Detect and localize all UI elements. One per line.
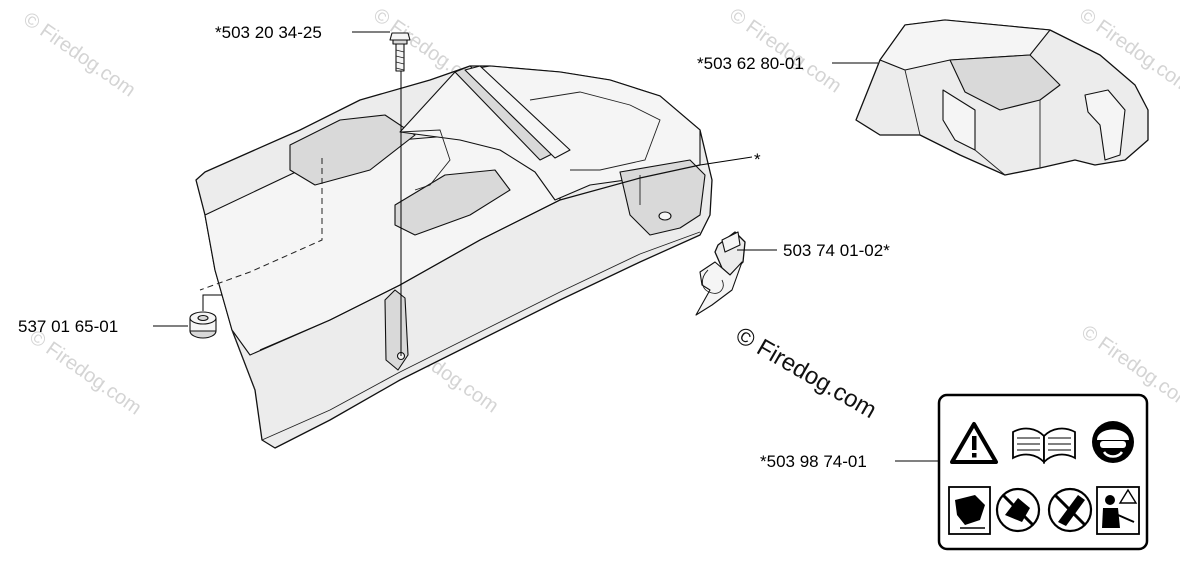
- grommet-leader-vert: [202, 294, 222, 311]
- top-cover-part: [855, 19, 1149, 176]
- watermark-text: © Firedog.com: [19, 8, 139, 101]
- hand-injury-icon: [948, 486, 991, 535]
- part-labels: *503 20 34-25 *503 62 80-01 * 503 74 01-…: [18, 23, 890, 471]
- screw-part-number: *503 20 34-25: [215, 23, 322, 42]
- decal-part: [937, 393, 1149, 551]
- center-watermark: © Firedog.com: [731, 322, 881, 424]
- main-cover-part-number: *: [754, 150, 761, 169]
- leader-lines: [153, 31, 939, 462]
- main-cover-leader: [699, 156, 753, 166]
- grommet-part-number: 537 01 65-01: [18, 317, 118, 336]
- top-cover-part-number: *503 62 80-01: [697, 54, 804, 73]
- latch-part: [695, 231, 746, 316]
- head-protection-icon: [1092, 421, 1134, 463]
- read-manual-icon: [1012, 427, 1076, 465]
- watermark-text: © Firedog.com: [25, 326, 145, 419]
- decal-part-number: *503 98 74-01: [760, 452, 867, 471]
- grommet-part: [189, 311, 217, 339]
- screw-part: [389, 32, 411, 356]
- warning-triangle-icon: [950, 422, 998, 464]
- no-hand-icon: [995, 487, 1041, 533]
- watermark-text: © Firedog.com: [725, 4, 845, 97]
- operator-warning-icon: [1096, 486, 1140, 535]
- tool-caution-icon: [1047, 487, 1093, 533]
- latch-part-number: 503 74 01-02*: [783, 241, 890, 260]
- main-cover-part: [195, 65, 713, 449]
